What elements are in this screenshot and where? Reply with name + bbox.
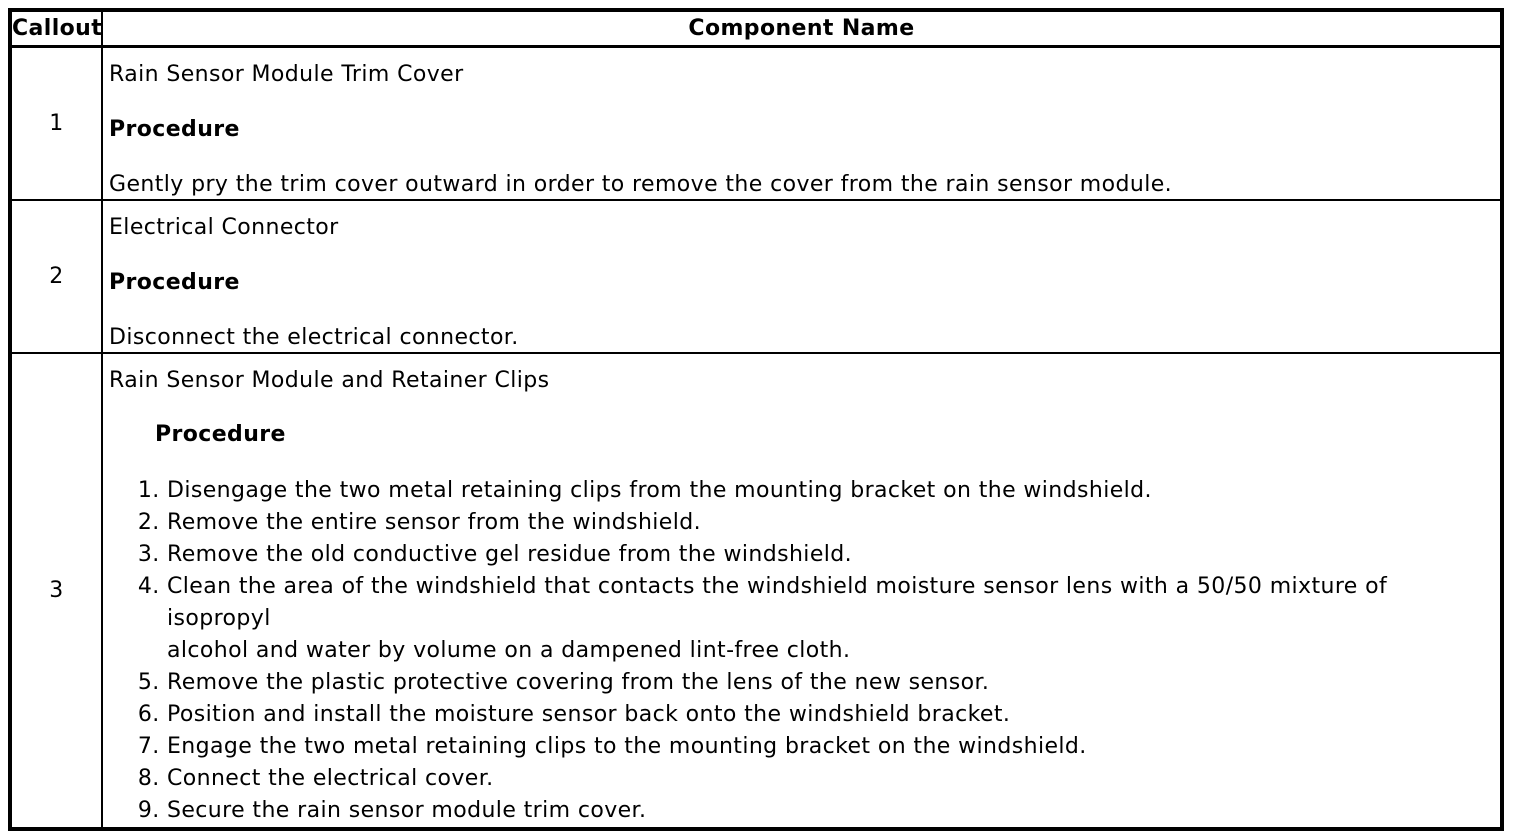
procedure-step: Remove the plastic protective covering f…	[167, 667, 1496, 699]
procedure-text: Disconnect the electrical connector.	[109, 325, 519, 350]
component-cell: Rain Sensor Module Trim Cover Procedure …	[101, 45, 1503, 201]
component-title: Rain Sensor Module Trim Cover	[109, 62, 464, 87]
procedure-step: Connect the electrical cover.	[167, 763, 1496, 795]
procedure-step: Remove the old conductive gel residue fr…	[167, 539, 1496, 571]
callout-number: 2	[9, 199, 103, 354]
table-header-row: Callout Component Name	[9, 9, 1503, 48]
procedure-step: Disengage the two metal retaining clips …	[167, 475, 1496, 507]
component-cell: Rain Sensor Module and Retainer Clips Pr…	[101, 352, 1503, 830]
component-title: Electrical Connector	[109, 215, 339, 240]
component-name-column-header: Component Name	[101, 9, 1503, 48]
table-row: 3 Rain Sensor Module and Retainer Clips …	[9, 352, 1503, 830]
procedure-step: Remove the entire sensor from the windsh…	[167, 507, 1496, 539]
procedure-step: Clean the area of the windshield that co…	[167, 571, 1496, 667]
procedure-label: Procedure	[155, 422, 286, 447]
callout-column-header: Callout	[9, 9, 103, 48]
procedure-step: Position and install the moisture sensor…	[167, 699, 1496, 731]
procedure-text: Gently pry the trim cover outward in ord…	[109, 172, 1173, 197]
component-cell: Electrical Connector Procedure Disconnec…	[101, 199, 1503, 354]
table-row: 1 Rain Sensor Module Trim Cover Procedur…	[9, 45, 1503, 201]
procedure-steps-list: Disengage the two metal retaining clips …	[109, 475, 1496, 827]
component-callout-table: Callout Component Name 1 Rain Sensor Mod…	[8, 8, 1504, 831]
procedure-step: Engage the two metal retaining clips to …	[167, 731, 1496, 763]
procedure-label: Procedure	[109, 270, 240, 295]
procedure-label: Procedure	[109, 117, 240, 142]
procedure-step: Secure the rain sensor module trim cover…	[167, 795, 1496, 827]
component-title: Rain Sensor Module and Retainer Clips	[109, 368, 550, 393]
callout-number: 1	[9, 45, 103, 201]
table-row: 2 Electrical Connector Procedure Disconn…	[9, 199, 1503, 354]
callout-number: 3	[9, 352, 103, 830]
